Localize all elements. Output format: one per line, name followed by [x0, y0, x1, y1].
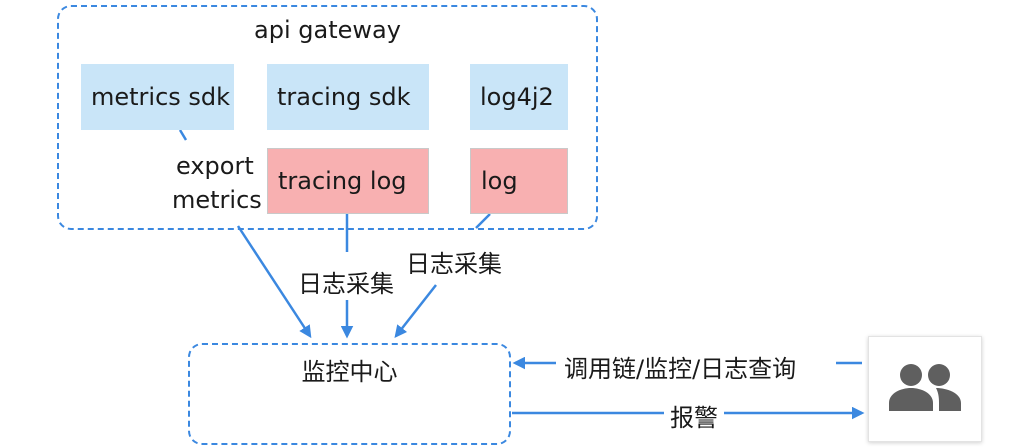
- api-gateway-title: api gateway: [254, 16, 401, 44]
- tracing-log-box: tracing log: [267, 148, 429, 214]
- export-metrics-label-line2: metrics: [172, 186, 262, 214]
- alert-label: 报警: [670, 398, 718, 433]
- log4j2-box: log4j2: [470, 64, 568, 130]
- user-card: [868, 336, 982, 442]
- monitor-center-box: [188, 343, 511, 445]
- log-connector: [475, 213, 491, 229]
- metrics-sdk-box: metrics sdk: [81, 64, 234, 130]
- log-box: log: [470, 148, 568, 214]
- query-label: 调用链/监控/日志查询: [564, 349, 797, 384]
- api-gateway-frame: [57, 5, 598, 230]
- log-collect-label-tracing: 日志采集: [298, 264, 394, 299]
- monitor-center-label: 监控中心: [301, 358, 398, 386]
- export-metrics-label-line1: export: [176, 152, 254, 180]
- log-collect-label-log: 日志采集: [406, 244, 502, 279]
- log-collect-arrow: [394, 284, 437, 338]
- people-icon: [889, 364, 961, 411]
- tracing-sdk-box: tracing sdk: [267, 64, 429, 130]
- export-metrics-arrow: [236, 225, 312, 339]
- metrics-sdk-connector: [178, 129, 188, 141]
